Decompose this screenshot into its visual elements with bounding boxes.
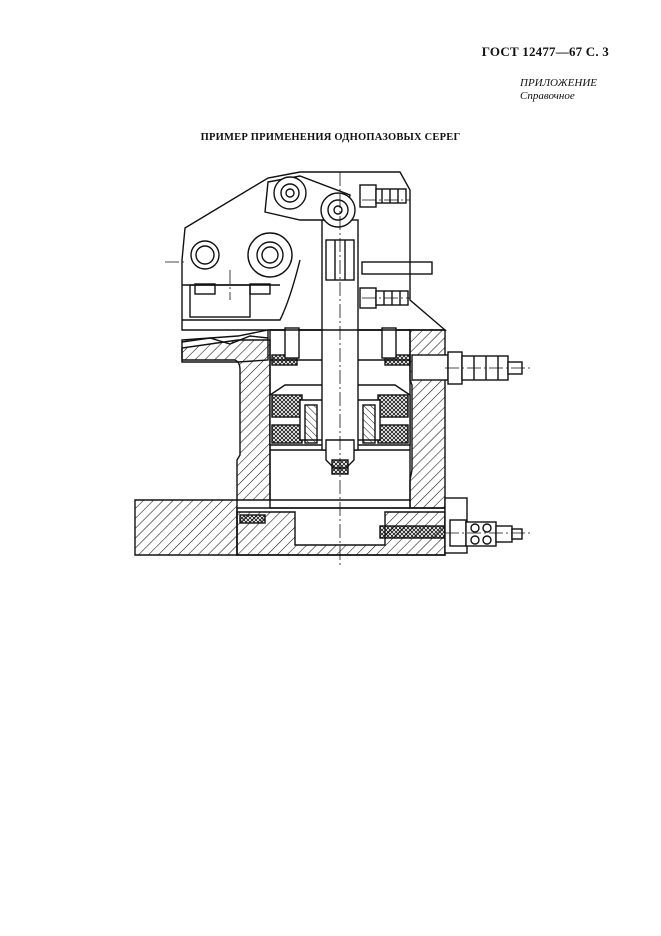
appendix-note: Справочное [520,90,575,102]
pivot-mid [247,232,293,278]
pivot-top-right [320,192,356,228]
pivot-top-left [273,176,307,210]
lever-housing [181,171,447,331]
appendix-block: ПРИЛОЖЕНИЕ Справочное [520,77,597,103]
base-plate [134,499,238,556]
pivot-left [190,240,220,270]
page-header: ГОСТ 12477—67 С. 3 [481,44,609,59]
figure-title: ПРИМЕР ПРИМЕНЕНИЯ ОДНОПАЗОВЫХ СЕРЕГ [200,132,461,143]
appendix-label: ПРИЛОЖЕНИЕ [520,77,597,89]
left-body [181,339,271,501]
